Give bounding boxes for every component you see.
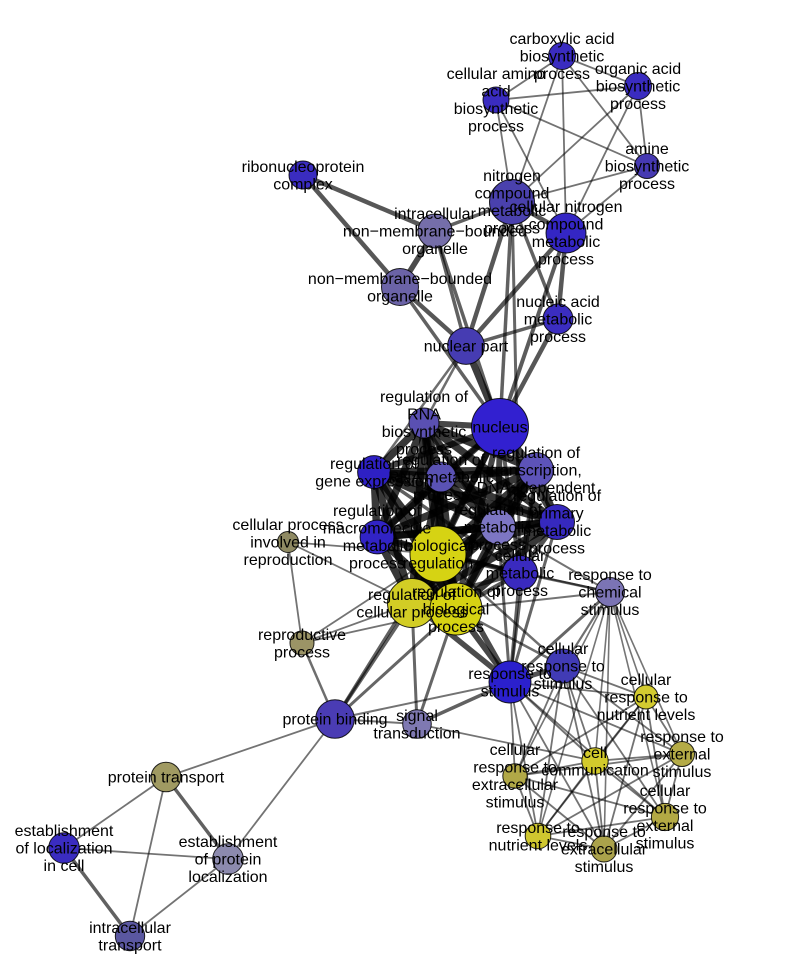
svg-text:protein transport: protein transport <box>108 770 225 787</box>
svg-text:nucleus: nucleus <box>472 420 527 437</box>
svg-text:protein binding: protein binding <box>283 712 388 729</box>
svg-text:nuclear part: nuclear part <box>424 339 509 356</box>
